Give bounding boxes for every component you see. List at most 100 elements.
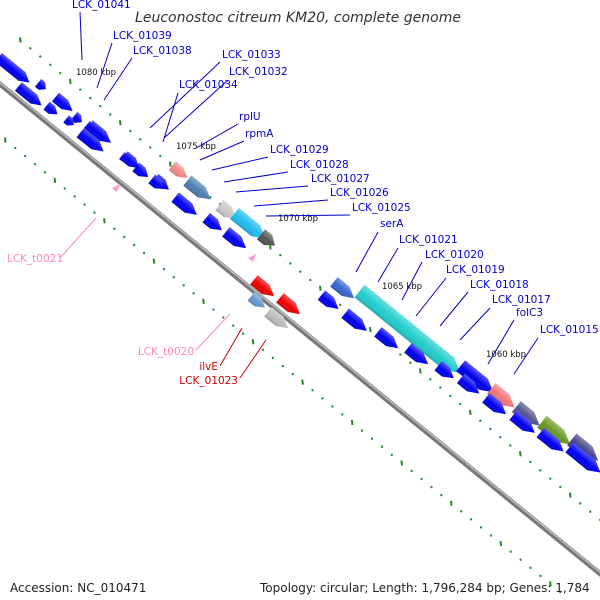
scale-tick [499,540,503,547]
cds-arrow[interactable] [434,361,457,383]
gene-label-lck_01029[interactable]: LCK_01029 [270,144,329,156]
cds-arrow[interactable] [85,120,114,148]
genome-backbone [0,80,600,577]
rplU-gene[interactable] [168,161,191,182]
scale-tick [169,161,172,167]
cyan-gene[interactable] [230,207,270,244]
cds-arrow[interactable] [120,151,143,172]
LCK_01017-gene[interactable] [511,401,544,431]
gray-gene[interactable] [215,200,240,224]
scale-tick [299,270,302,274]
gene-label-lck_01018[interactable]: LCK_01018 [470,279,529,291]
scale-tick [109,113,112,116]
cds-arrow[interactable] [341,308,370,336]
gene-label-lck_t0021[interactable]: LCK_t0021 [7,253,63,265]
gene-label-lck_01032[interactable]: LCK_01032 [229,66,288,78]
serA-gene[interactable] [354,284,466,379]
cds-arrow[interactable] [456,373,483,398]
scale-tick [231,324,235,327]
cds-arrow[interactable] [247,292,269,312]
dark-gene[interactable] [256,229,279,250]
gene-label-lck_01023[interactable]: LCK_01023 [179,375,238,387]
gene-label-lck_01015[interactable]: LCK_01015 [540,324,599,336]
scale-tick [390,453,394,457]
LCK_01015-gene[interactable] [567,433,600,466]
cds-arrow[interactable] [317,290,343,313]
LCK_01023-gene[interactable] [276,293,304,319]
gene-label-lck_01028[interactable]: LCK_01028 [290,159,349,171]
scale-tick [430,485,433,489]
trna-LCK_t0021[interactable] [112,184,120,192]
gene-label-rpma[interactable]: rpmA [245,128,274,140]
scale-tick [113,227,116,231]
gene-label-lck_01021[interactable]: LCK_01021 [399,234,458,246]
kbp-marker: 1075 kbp [176,142,216,152]
cds-arrow[interactable] [509,410,538,438]
cds-arrow[interactable] [132,162,151,182]
scale-tick [499,435,502,439]
folC3-gene[interactable] [537,415,574,450]
gene-label-lck_01026[interactable]: LCK_01026 [330,187,389,199]
scale-tick [539,469,542,472]
scale-tick [410,469,413,473]
scale-tick [172,275,176,279]
cds-arrow[interactable] [482,393,510,419]
gray-gene[interactable] [264,307,292,333]
cds-arrow[interactable] [76,127,108,156]
cds-arrow[interactable] [51,92,76,115]
cds-arrow[interactable] [536,427,568,456]
accession-text: Accession: NC_010471 [10,581,147,595]
gene-label-lck_01039[interactable]: LCK_01039 [113,30,172,42]
genome-summary-text: Topology: circular; Length: 1,796,284 bp… [260,581,590,595]
cds-arrow[interactable] [330,277,358,303]
gene-label-ilve[interactable]: ilvE [199,361,218,373]
gene-label-lck_01020[interactable]: LCK_01020 [425,249,484,261]
LCK_01018-gene[interactable] [486,383,519,413]
cds-arrow[interactable] [14,82,45,109]
gene-label-lck_01041[interactable]: LCK_01041 [72,0,131,11]
cds-arrow[interactable] [70,111,85,126]
scale-tick [529,566,532,570]
scale-tick [559,590,562,594]
kbp-marker: 1080 kbp [76,68,116,78]
scale-tick [360,429,364,432]
leader-line [459,307,491,341]
cds-arrow[interactable] [171,192,200,220]
cds-arrow[interactable] [34,78,49,93]
scale-tick [380,445,384,449]
gene-label-lck_01038[interactable]: LCK_01038 [133,45,192,57]
cds-arrow[interactable] [148,174,167,194]
gene-label-sera[interactable]: serA [380,218,404,230]
scale-tick [291,372,294,376]
cds-arrow[interactable] [43,101,60,119]
ilvE-gene[interactable] [250,275,278,301]
gene-label-lck_01017[interactable]: LCK_01017 [492,294,551,306]
leader-line [149,61,221,129]
cds-arrow[interactable] [456,360,497,397]
gene-label-lck_01025[interactable]: LCK_01025 [352,202,411,214]
scale-tick [469,409,472,416]
leader-line [96,42,113,89]
cds-arrow[interactable] [404,343,432,369]
rpmA-gene[interactable] [183,175,214,204]
trna-LCK_t0020[interactable] [248,254,256,262]
scale-tick [449,500,453,506]
cds-block[interactable] [0,53,33,87]
gene-label-lck_01034[interactable]: LCK_01034 [179,79,238,91]
cds-arrow[interactable] [202,213,225,235]
scale-tick [162,267,166,271]
cds-arrow[interactable] [565,442,600,477]
cds-arrow[interactable] [63,115,76,128]
scale-tick [19,37,22,43]
gene-label-lck_01027[interactable]: LCK_01027 [311,173,370,185]
scale-tick [103,218,106,224]
gene-label-rplu[interactable]: rplU [239,111,261,123]
cds-arrow[interactable] [222,227,250,253]
cds-arrow[interactable] [374,327,402,353]
gene-label-lck_01033[interactable]: LCK_01033 [222,49,281,61]
scale-tick [420,477,423,481]
gene-label-folc3[interactable]: folC3 [516,307,543,319]
gene-label-lck_t0020[interactable]: LCK_t0020 [138,346,194,358]
gene-label-lck_01019[interactable]: LCK_01019 [446,264,505,276]
